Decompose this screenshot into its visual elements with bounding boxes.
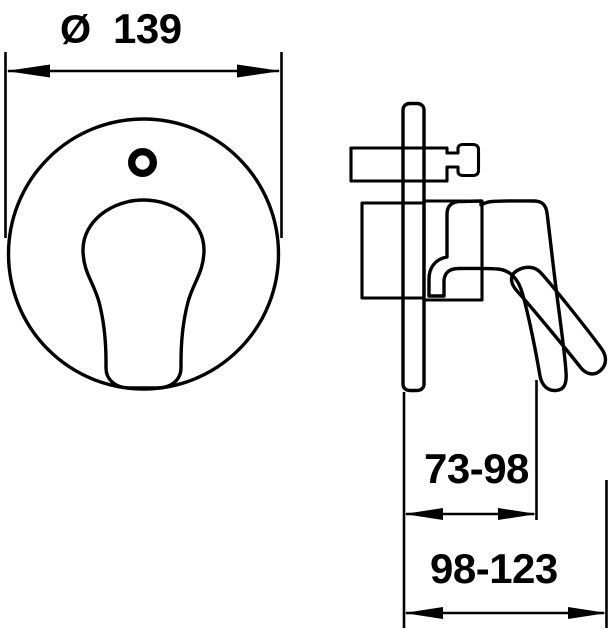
diverter-spindle bbox=[349, 142, 481, 183]
diameter-symbol: Ø bbox=[60, 8, 91, 52]
indicator-hole bbox=[127, 147, 157, 177]
faceplate-profile bbox=[401, 101, 426, 393]
diameter-dimension bbox=[4, 52, 283, 238]
arrow-left-icon bbox=[404, 607, 443, 619]
valve-body-rear bbox=[360, 201, 426, 300]
depth-max-dimension bbox=[404, 480, 608, 628]
lever-handle-profile bbox=[427, 199, 568, 393]
depth-min-dimension bbox=[402, 380, 538, 628]
arrow-right-icon bbox=[237, 64, 281, 78]
valve-body-front bbox=[422, 199, 484, 302]
indicator-hole-ring bbox=[127, 147, 157, 177]
front-view bbox=[4, 52, 283, 391]
depth-min-label: 73-98 bbox=[424, 445, 529, 492]
arrow-left-icon bbox=[6, 64, 50, 78]
arrow-left-icon bbox=[404, 508, 443, 520]
side-view bbox=[349, 101, 608, 628]
arrow-right-icon bbox=[568, 607, 607, 619]
lever-handle-open-position bbox=[509, 265, 608, 376]
depth-max-label: 98-123 bbox=[430, 545, 558, 592]
round-faceplate bbox=[6, 117, 281, 391]
arrow-right-icon bbox=[498, 508, 537, 520]
diameter-value-label: 139 bbox=[113, 5, 182, 52]
lever-handle bbox=[81, 198, 206, 390]
